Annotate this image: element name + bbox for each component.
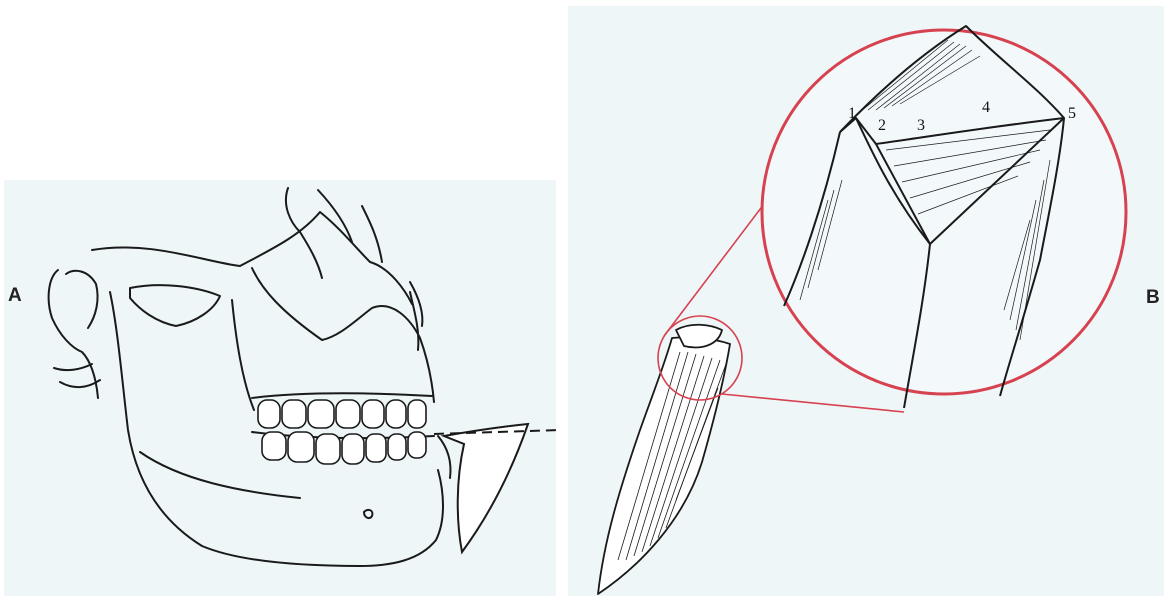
teeth-row: [258, 400, 426, 464]
magnifier-circle: [762, 30, 1126, 394]
skull-drawing: [49, 188, 451, 566]
point-label-2: 2: [878, 117, 886, 134]
panel-label-b: B: [1146, 287, 1160, 309]
point-label-3: 3: [917, 117, 925, 134]
point-label-4: 4: [982, 99, 990, 116]
panel-label-a: A: [8, 285, 22, 307]
incisor-profile: [444, 424, 528, 552]
point-label-1: 1: [848, 105, 856, 122]
point-label-5: 5: [1068, 105, 1076, 122]
